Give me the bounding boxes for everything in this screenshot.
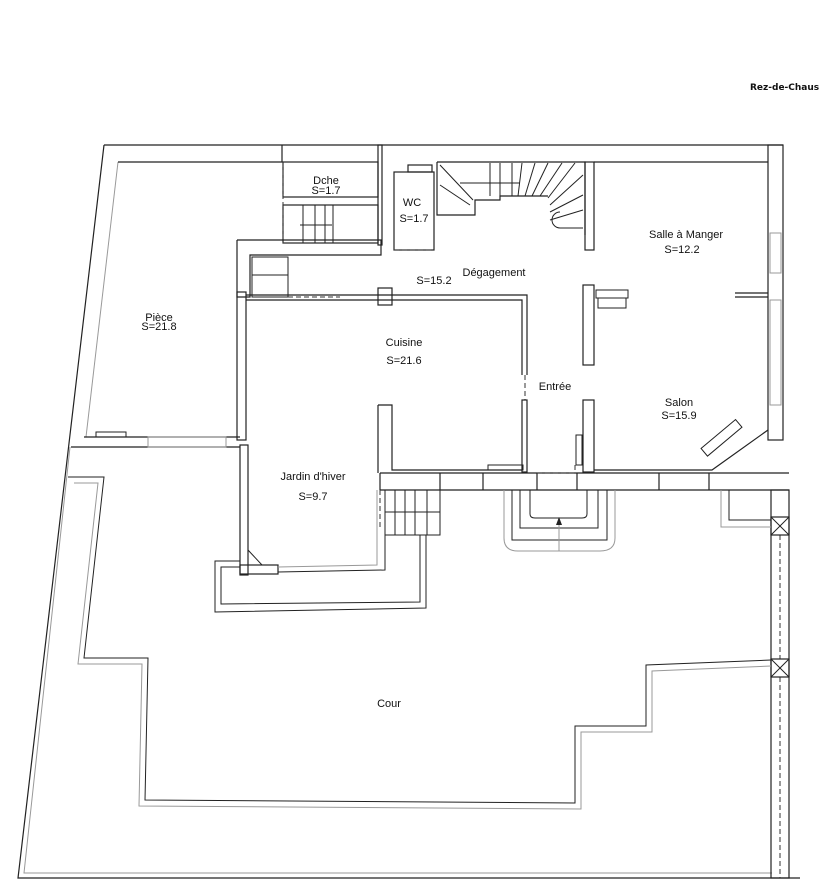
jardin-walls [214, 444, 427, 613]
wc-block [393, 164, 435, 251]
chimney [377, 287, 393, 306]
room-entree: Entrée [539, 381, 571, 393]
room-name: Salle à Manger [649, 229, 723, 241]
room-dche: Dche S=1.7 [311, 175, 340, 197]
piece-bottom-wall [71, 431, 240, 448]
staircase [436, 161, 595, 251]
plan-title: Rez-de-Chaus [750, 83, 819, 93]
room-salle-a-manger: Salle à Manger S=12.2 [649, 229, 723, 256]
cuisine-walls [236, 287, 528, 473]
room-name: Dégagement [463, 267, 526, 279]
room-area: S=12.2 [664, 244, 699, 256]
room-area: S=15.2 [416, 275, 451, 287]
room-area: S=21.6 [386, 355, 421, 367]
room-area: S=1.7 [399, 213, 428, 225]
room-area: S=1.7 [311, 185, 340, 197]
room-degagement: Dégagement S=15.2 [416, 267, 525, 287]
room-cour: Cour [377, 698, 401, 710]
dche-block [236, 144, 383, 298]
cour-boundary [68, 476, 772, 810]
room-wc: WC S=1.7 [399, 197, 428, 225]
room-name: Pièce [145, 312, 173, 324]
room-name: Cuisine [386, 337, 423, 349]
room-name: Jardin d'hiver [280, 471, 345, 483]
room-piece: Pièce S=21.8 [141, 312, 176, 333]
front-facade [379, 472, 789, 491]
room-area: S=21.8 [141, 321, 176, 333]
room-area: S=9.7 [298, 491, 327, 503]
room-area: S=15.9 [661, 410, 696, 422]
pillar-x-bottom [770, 658, 790, 678]
property-boundary [17, 144, 800, 879]
room-name: Salon [665, 397, 693, 409]
room-jardin-hiver: Jardin d'hiver S=9.7 [280, 471, 345, 503]
room-cuisine: Cuisine S=21.6 [386, 337, 423, 367]
room-name: Cour [377, 698, 401, 710]
room-name: Entrée [539, 381, 571, 393]
room-name: Dche [313, 175, 339, 187]
room-name: WC [403, 197, 421, 209]
salon-walls [574, 284, 769, 473]
room-salon: Salon S=15.9 [661, 397, 696, 422]
entry-steps [503, 490, 616, 552]
pillar-x-top [770, 516, 790, 536]
right-boundary-wall [767, 144, 790, 879]
